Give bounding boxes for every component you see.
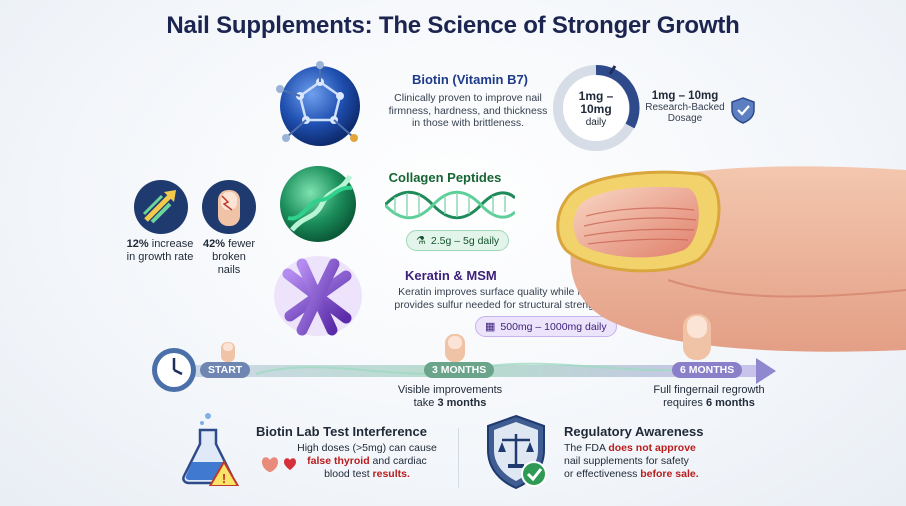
svg-text:!: ! xyxy=(222,471,226,486)
dna-helix-icon xyxy=(383,188,517,222)
lab-flask-warning-icon: ! xyxy=(178,410,240,487)
stat-broken-nails: 42% fewer broken nails xyxy=(203,238,255,276)
grid-icon: ▦ xyxy=(485,321,496,333)
broken-nail-icon xyxy=(200,178,258,236)
timeline-mid-label: 3 MONTHS xyxy=(424,362,495,378)
collagen-helix-icon xyxy=(274,160,362,248)
divider xyxy=(458,428,459,488)
collagen-dose-pill: ⚗ 2.5g – 5g daily xyxy=(406,230,510,251)
dosage-gauge: 1mg – 10mg daily xyxy=(552,64,640,152)
keratin-description: Keratin improves surface quality while M… xyxy=(394,286,606,311)
research-dosage: 1mg – 10mg Research-Backed Dosage xyxy=(645,90,725,124)
small-nail-icon-start xyxy=(218,340,238,362)
keratin-heading: Keratin & MSM xyxy=(405,268,497,283)
clock-icon xyxy=(150,346,198,394)
growth-arrows-icon xyxy=(132,178,190,236)
stat-growth-rate: 12% increase in growth rate xyxy=(126,238,194,263)
collagen-heading: Collagen Peptides xyxy=(388,170,502,185)
thyroid-heart-icon xyxy=(258,452,298,480)
keratin-dose-pill: ▦ 500mg – 1000mg daily xyxy=(475,316,617,337)
biotin-description: Clinically proven to improve nail firmne… xyxy=(388,92,548,129)
page-title: Nail Supplements: The Science of Stronge… xyxy=(166,12,740,39)
lab-test-heading: Biotin Lab Test Interference xyxy=(256,424,427,439)
regulatory-shield-scales-icon xyxy=(486,414,550,490)
regulatory-heading: Regulatory Awareness xyxy=(564,424,704,439)
shield-check-icon xyxy=(730,96,756,124)
small-nail-icon-mid xyxy=(442,332,468,362)
keratin-fiber-icon xyxy=(272,254,364,338)
fingernail-illustration xyxy=(548,150,906,360)
biotin-molecule-icon xyxy=(272,58,368,154)
biotin-heading: Biotin (Vitamin B7) xyxy=(411,72,529,87)
regulatory-description: The FDA does not approve nail supplement… xyxy=(564,442,699,480)
lab-test-description: High doses (>5mg) can cause false thyroi… xyxy=(297,442,437,480)
timeline-start-label: START xyxy=(200,362,251,378)
small-nail-icon-end xyxy=(680,312,714,360)
mid-caption: Visible improvements take 3 months xyxy=(397,384,503,409)
end-caption: Full fingernail regrowth requires 6 mont… xyxy=(653,384,765,409)
timeline-end-label: 6 MONTHS xyxy=(672,362,743,378)
supplement-icon: ⚗ xyxy=(416,235,426,247)
